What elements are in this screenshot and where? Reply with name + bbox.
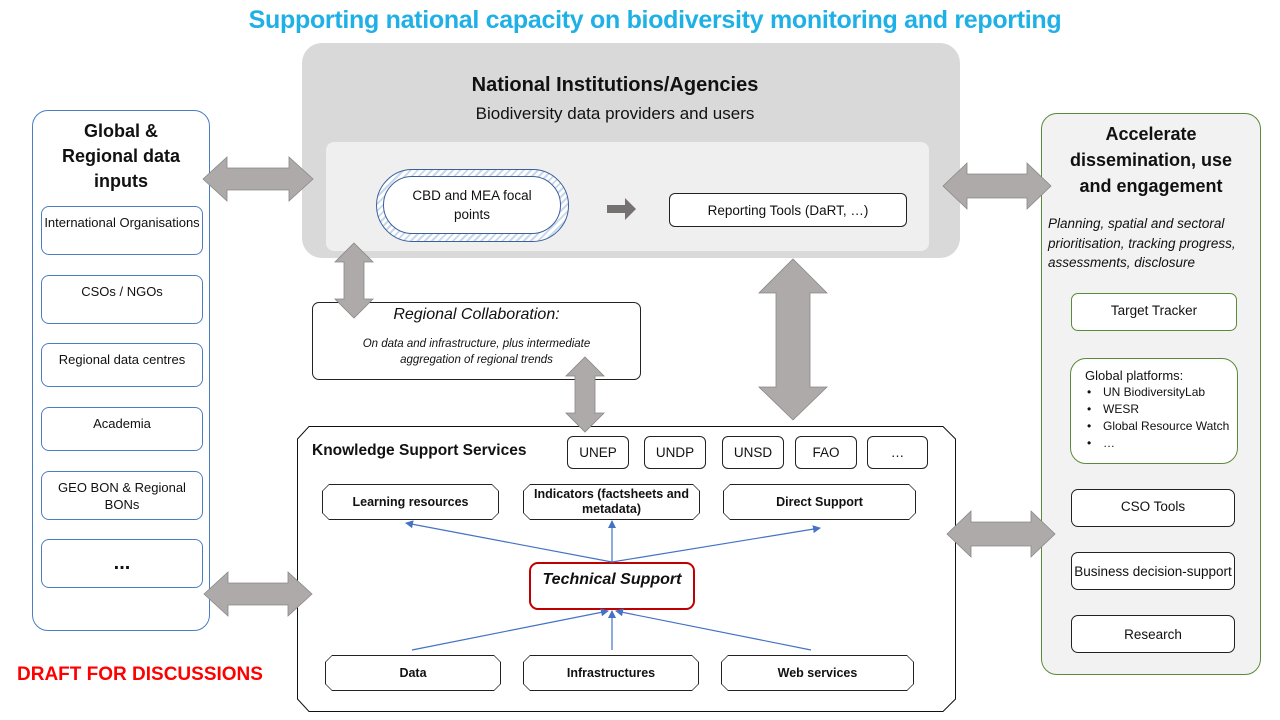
- business-decision-support-node[interactable]: Business decision-support: [1071, 552, 1235, 590]
- input-csos-ngos[interactable]: CSOs / NGOs: [41, 275, 203, 324]
- left-panel-title: Global & Regional data inputs: [61, 121, 181, 191]
- global-platforms-list: UN BiodiversityLab WESR Global Resource …: [1085, 384, 1237, 452]
- input-regional-data-centres[interactable]: Regional data centres: [41, 343, 203, 387]
- national-subtitle: Biodiversity data providers and users: [475, 104, 755, 123]
- input-data-label: Data: [326, 656, 500, 690]
- global-platforms-node[interactable]: Global platforms: UN BiodiversityLab WES…: [1070, 358, 1238, 464]
- right-panel-title: Accelerate dissemination, use and engage…: [1069, 124, 1233, 196]
- platform-item: …: [1085, 435, 1237, 452]
- dissemination-panel: Accelerate dissemination, use and engage…: [1041, 113, 1261, 675]
- regional-description: On data and infrastructure, plus interme…: [362, 338, 591, 366]
- national-inner-panel: CBD and MEA focal points Reporting Tools…: [326, 142, 929, 251]
- output-direct-support[interactable]: Direct Support: [723, 484, 916, 520]
- target-tracker-node[interactable]: Target Tracker: [1071, 293, 1237, 331]
- diagram-title: Supporting national capacity on biodiver…: [248, 6, 1062, 34]
- research-node[interactable]: Research: [1071, 615, 1235, 653]
- double-arrow-icon: [758, 258, 828, 421]
- output-direct-support-label: Direct Support: [724, 485, 915, 519]
- output-indicators[interactable]: Indicators (factsheets and metadata): [523, 484, 700, 520]
- output-learning-resources-label: Learning resources: [323, 485, 498, 519]
- agency-fao[interactable]: FAO: [795, 436, 857, 469]
- national-institutions-box: National Institutions/Agencies Biodivers…: [302, 43, 960, 258]
- regional-title: Regional Collaboration:: [393, 306, 560, 323]
- draft-label: DRAFT FOR DISCUSSIONS: [17, 664, 263, 685]
- double-arrow-icon: [946, 510, 1056, 558]
- platform-item: WESR: [1085, 401, 1237, 418]
- global-regional-inputs-panel: Global & Regional data inputs Internatio…: [32, 110, 210, 631]
- agency-more[interactable]: …: [867, 436, 928, 469]
- platform-item: UN BiodiversityLab: [1085, 384, 1237, 401]
- global-platforms-title: Global platforms:: [1085, 368, 1184, 383]
- input-infrastructures-label: Infrastructures: [524, 656, 698, 690]
- national-title: National Institutions/Agencies: [471, 74, 759, 96]
- input-data[interactable]: Data: [325, 655, 501, 691]
- right-panel-description: Planning, spatial and sectoral prioritis…: [1048, 216, 1236, 270]
- regional-collaboration-box[interactable]: Regional Collaboration: On data and infr…: [312, 302, 641, 380]
- knowledge-support-services-box: Knowledge Support Services UNEP UNDP UNS…: [297, 426, 956, 712]
- agency-undp[interactable]: UNDP: [644, 436, 706, 469]
- focal-points-node[interactable]: CBD and MEA focal points: [376, 169, 569, 242]
- input-web-services-label: Web services: [722, 656, 913, 690]
- input-infrastructures[interactable]: Infrastructures: [523, 655, 699, 691]
- input-more[interactable]: ...: [41, 539, 203, 588]
- technical-support-node[interactable]: Technical Support: [529, 562, 695, 610]
- input-web-services[interactable]: Web services: [721, 655, 914, 691]
- output-indicators-label: Indicators (factsheets and metadata): [524, 485, 699, 519]
- agency-unep[interactable]: UNEP: [567, 436, 629, 469]
- focal-points-label: CBD and MEA focal points: [383, 176, 561, 234]
- platform-item: Global Resource Watch: [1085, 418, 1237, 435]
- input-international-organisations[interactable]: International Organisations: [41, 206, 203, 255]
- cso-tools-node[interactable]: CSO Tools: [1071, 489, 1235, 527]
- double-arrow-icon: [203, 571, 313, 617]
- agency-unsd[interactable]: UNSD: [722, 436, 784, 469]
- right-arrow-icon: [607, 198, 636, 220]
- kss-title: Knowledge Support Services: [312, 442, 527, 459]
- input-academia[interactable]: Academia: [41, 407, 203, 451]
- reporting-tools-node[interactable]: Reporting Tools (DaRT, …): [669, 193, 907, 227]
- double-arrow-icon: [202, 156, 314, 202]
- output-learning-resources[interactable]: Learning resources: [322, 484, 499, 520]
- input-geo-bon[interactable]: GEO BON & Regional BONs: [41, 471, 203, 520]
